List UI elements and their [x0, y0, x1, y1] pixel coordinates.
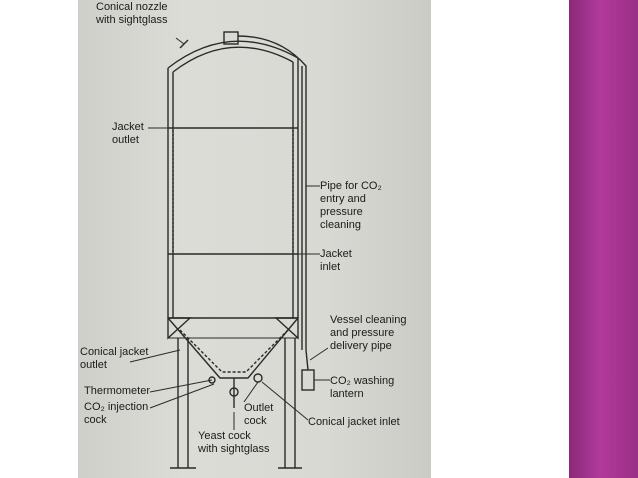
label-vessel-cleaning: Vessel cleaning and pressure delivery pi…: [330, 314, 407, 352]
accent-bar: [569, 0, 638, 478]
label-co2-pipe: Pipe for CO₂ entry and pressure cleaning: [320, 180, 382, 231]
vessel-dome: [167, 40, 299, 69]
label-outlet-cock: Outlet cock: [244, 402, 274, 427]
label-jacket-outlet: Jacket outlet: [112, 121, 144, 146]
label-jacket-inlet: Jacket inlet: [320, 248, 352, 273]
top-nozzle: [223, 31, 239, 45]
label-conical-jacket-outlet: Conical jacket outlet: [80, 346, 149, 371]
label-co2-injection-cock: CO₂ injection cock: [84, 401, 149, 426]
label-thermometer: Thermometer: [84, 385, 151, 397]
scanned-page: [78, 0, 431, 478]
label-co2-washing-lantern: CO₂ washing lantern: [330, 375, 395, 400]
label-conical-nozzle: Conical nozzle with sightglass: [96, 1, 168, 26]
label-conical-jacket-inlet: Conical jacket inlet: [308, 416, 400, 428]
co2-washing-lantern: [301, 369, 315, 391]
vessel-dome-inner: [172, 46, 294, 73]
label-yeast-cock: Yeast cock with sightglass: [198, 430, 270, 455]
co2-pipe: [237, 35, 307, 350]
